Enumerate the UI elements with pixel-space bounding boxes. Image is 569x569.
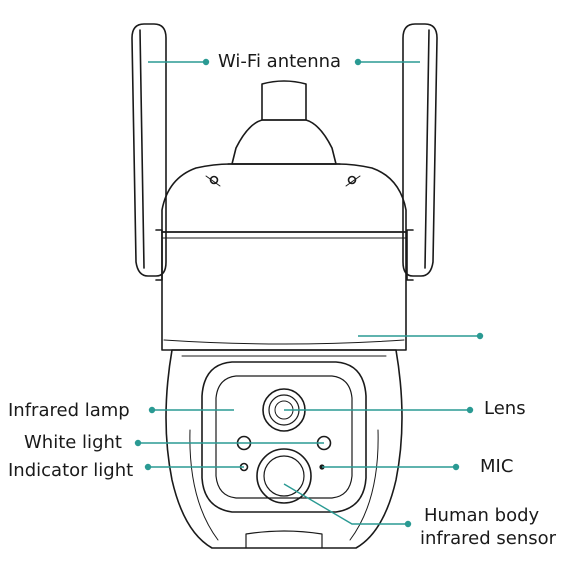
human-body-sensor-label-line2: infrared sensor	[420, 528, 557, 549]
human-body-sensor-label-line1: Human body	[424, 505, 540, 526]
camera-head	[165, 349, 403, 549]
dome-top	[161, 163, 407, 233]
mic-label: MIC	[480, 456, 514, 477]
white-light-label: White light	[24, 432, 122, 453]
top-mount	[227, 80, 341, 165]
pir-sensor	[256, 448, 312, 504]
body-housing	[161, 231, 407, 351]
wifi-antenna-label: Wi-Fi antenna	[218, 51, 342, 72]
right-antenna	[402, 23, 438, 281]
infrared-lamp-label: Infrared lamp	[8, 400, 130, 421]
indicator-light-label: Indicator light	[8, 460, 134, 481]
lens-label: Lens	[484, 398, 526, 419]
leader-lines	[134, 58, 484, 528]
face-plate	[201, 361, 367, 513]
